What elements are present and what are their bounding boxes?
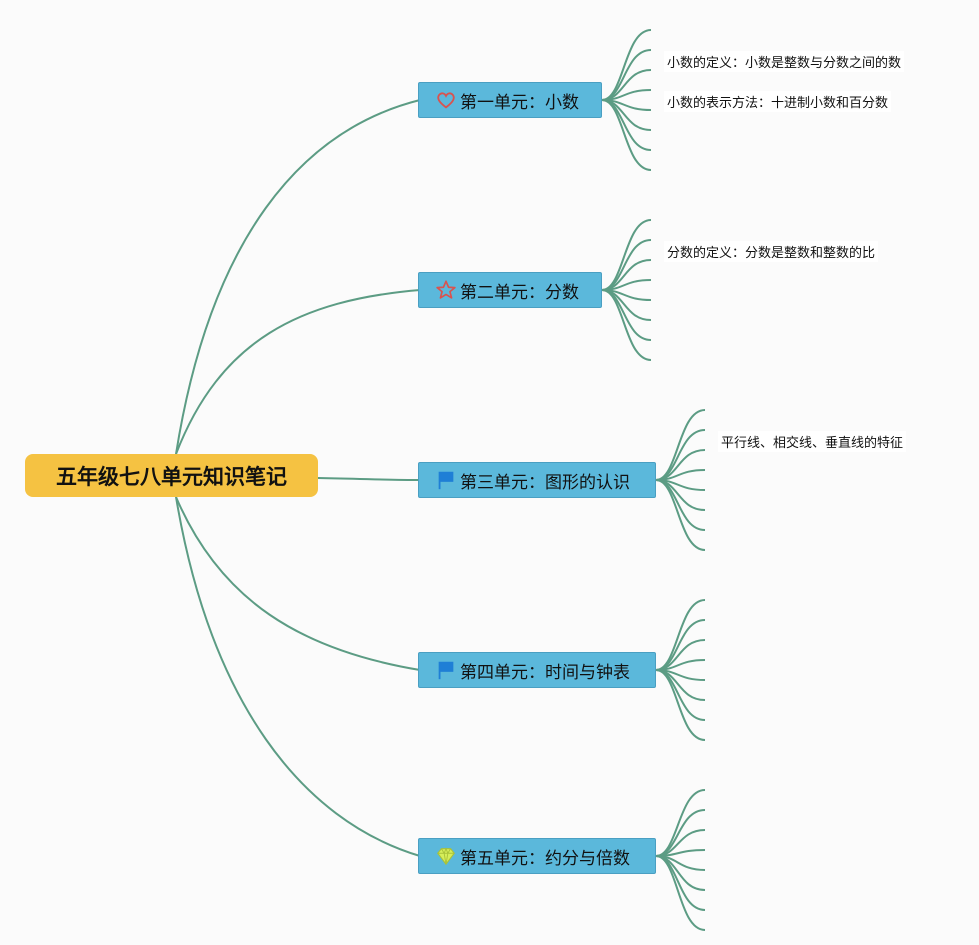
leaf-connector	[601, 259, 652, 291]
leaf-connector	[655, 479, 706, 551]
root-topic[interactable]: 五年级七八单元知识笔记	[25, 454, 318, 497]
leaf-decimal-definition[interactable]: 小数的定义：小数是整数与分数之间的数	[664, 51, 905, 72]
branch-label: 第五单元：约分与倍数	[460, 848, 630, 869]
branch-unit-3[interactable]: 第三单元：图形的认识	[418, 462, 656, 498]
leaf-connector	[655, 479, 706, 511]
leaf-connector	[601, 289, 652, 361]
branch-unit-2[interactable]: 第二单元：分数	[418, 272, 602, 308]
branch-label: 第一单元：小数	[460, 92, 579, 113]
leaf-connector	[601, 99, 652, 131]
leaf-connector	[655, 639, 706, 671]
leaf-connector	[601, 289, 652, 321]
leaf-connector	[655, 449, 706, 481]
branch-label: 第四单元：时间与钟表	[460, 662, 630, 683]
leaf-connector	[655, 789, 706, 857]
flag-icon	[435, 659, 457, 681]
leaf-connector	[655, 669, 706, 701]
branch-unit-4[interactable]: 第四单元：时间与钟表	[418, 652, 656, 688]
leaf-decimal-notation[interactable]: 小数的表示方法：十进制小数和百分数	[664, 91, 892, 112]
branch-unit-1[interactable]: 第一单元：小数	[418, 82, 602, 118]
leaf-lines-features[interactable]: 平行线、相交线、垂直线的特征	[718, 431, 907, 452]
leaf-connector	[601, 99, 652, 171]
heart-icon	[435, 89, 457, 111]
leaf-connector	[655, 669, 706, 741]
star-icon	[435, 279, 457, 301]
flag-icon	[435, 469, 457, 491]
leaf-connector	[655, 855, 706, 931]
branch-label: 第二单元：分数	[460, 282, 579, 303]
leaf-fraction-definition[interactable]: 分数的定义：分数是整数和整数的比	[664, 241, 879, 262]
branch-unit-5[interactable]: 第五单元：约分与倍数	[418, 838, 656, 874]
leaf-connector	[601, 89, 652, 101]
leaf-connector	[601, 69, 652, 101]
root-title: 五年级七八单元知识笔记	[56, 464, 287, 489]
branch-label: 第三单元：图形的认识	[460, 472, 630, 493]
gem-icon	[435, 845, 457, 867]
leaf-connector	[601, 279, 652, 291]
leaf-connector	[655, 659, 706, 671]
leaf-connector	[655, 469, 706, 481]
